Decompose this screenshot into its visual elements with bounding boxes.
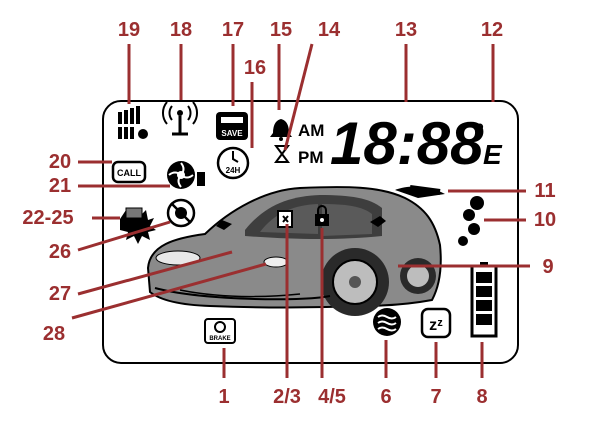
save-label: SAVE [221,129,243,138]
callout-9: 9 [542,256,553,278]
callout-7: 7 [430,386,441,408]
brake-icon: BRAKE [204,318,236,344]
clock-24h-icon: 24H [216,146,250,180]
clock-digits: 18:88 [330,110,484,177]
sleep-icon: zᶻ [420,307,452,339]
callout-15: 15 [270,19,292,41]
callout-20: 20 [49,151,71,173]
battery-icon [470,262,498,338]
callout-11: 11 [534,180,555,202]
am-label: AM [298,121,324,140]
callout-26: 26 [49,241,71,263]
callout-arrows [71,43,530,378]
arrow-14 [283,43,314,151]
callout-4-5: 4/5 [318,386,346,408]
door-signal-icon [277,210,293,228]
save-icon: SAVE [216,112,248,140]
callout-2-3: 2/3 [273,386,301,408]
callout-6: 6 [380,386,391,408]
callout-8: 8 [476,386,487,408]
sleep-label: zᶻ [429,317,443,334]
callout-numbers: 19 18 17 16 15 14 13 12 20 21 22-25 26 2… [22,19,556,408]
call-label: CALL [117,168,141,178]
callout-1: 1 [218,386,229,408]
turbo-icon [373,308,401,336]
lock-icon [315,205,329,226]
callout-19: 19 [118,19,140,41]
fan-icon [167,161,205,189]
h24-label: 24H [226,166,241,175]
exhaust-icon [458,196,484,246]
arrow-27 [77,250,233,296]
hourglass-icon [274,145,290,163]
callout-18: 18 [170,19,192,41]
callout-10: 10 [534,209,556,231]
fan-disabled-icon [166,198,196,228]
arrow-28 [71,262,267,320]
callout-14: 14 [318,19,341,41]
unit-label: E [483,139,503,170]
pm-label: PM [298,148,324,167]
callout-28: 28 [43,323,65,345]
callout-13: 13 [395,19,417,41]
callout-22-25: 22-25 [22,207,73,229]
hood-open-icon [409,185,441,195]
lcd-frame [102,100,519,364]
callout-17: 17 [222,19,244,41]
degree-symbol: ° [476,121,484,143]
callout-21: 21 [49,175,71,197]
arrow-26 [77,220,171,252]
callout-27: 27 [49,283,71,305]
brake-label: BRAKE [209,336,230,342]
antenna-icon [162,101,198,136]
signal-strength-icon [118,106,148,139]
callout-16: 16 [244,57,266,79]
bell-icon [270,119,292,141]
call-icon: CALL [111,160,147,184]
callout-12: 12 [481,19,503,41]
shock-sensor-icon [120,207,156,244]
